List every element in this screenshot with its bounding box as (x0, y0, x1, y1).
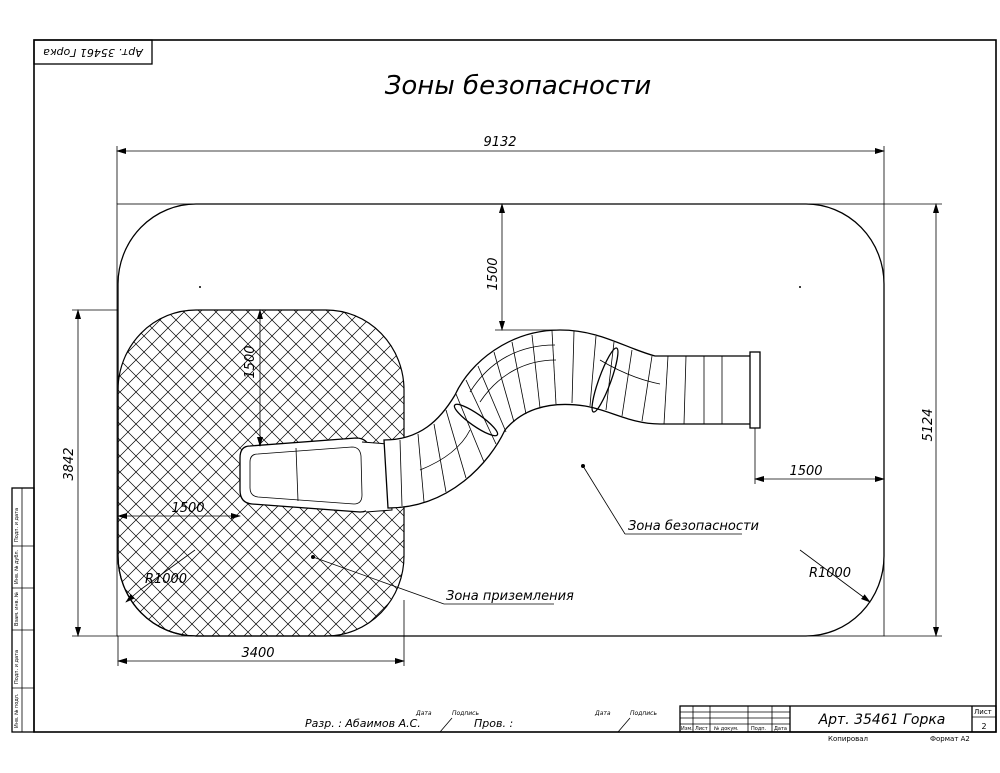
tb-sheet-label: Лист (974, 708, 992, 716)
sign-label-1: Подпись (452, 710, 479, 717)
tb-header-date: Дата (774, 726, 787, 732)
slide-exit (239, 437, 393, 513)
mirrored-stamp: Арт. 35461 Горка (33, 39, 153, 65)
checked-text: Пров. : (474, 717, 513, 730)
dim-landing-top-offset-text: 1500 (243, 345, 258, 378)
dim-landing-width: 3400 (117, 600, 405, 666)
date-label-2: Дата (594, 710, 611, 717)
tb-sheet-number: 2 (981, 722, 986, 731)
radius-right-text: R1000 (809, 566, 851, 581)
dim-landing-left-offset: 1500 (117, 501, 241, 519)
drawing-title: Зоны безопасности (385, 71, 652, 101)
safety-zone-label: Зона безопасности (628, 519, 759, 534)
date-label-1: Дата (415, 710, 432, 717)
mirrored-stamp-text: Арт. 35461 Горка (43, 46, 144, 59)
dim-overall-height: 5124 (884, 203, 942, 637)
center-mark-tl (199, 286, 201, 288)
side-strip-inv: Инв. № подл. (14, 693, 20, 728)
dim-landing-width-text: 3400 (241, 646, 274, 661)
radius-right: R1000 (799, 549, 871, 603)
radius-left: R1000 (125, 549, 196, 603)
tb-header-doc: № докум. (714, 726, 739, 732)
dim-overall-width: 9132 (116, 135, 885, 204)
tb-header-izm: Изм. (681, 726, 693, 732)
dim-right-offset-text: 1500 (789, 464, 822, 479)
leader-landing-zone: Зона приземления (312, 556, 574, 605)
side-strip-dup: Инв. № дубл. (14, 549, 20, 584)
dim-overall-height-text: 5124 (921, 408, 936, 441)
sign-label-2: Подпись (630, 710, 657, 717)
tb-format: Формат А2 (930, 735, 970, 743)
side-strip: Инв. № подл. Подп. и дата Взам. инв. № И… (11, 487, 35, 733)
side-strip-sign1: Подп. и дата (14, 650, 20, 684)
dim-top-offset-text: 1500 (486, 257, 501, 290)
sheet-frame (33, 39, 997, 733)
leader-safety-zone: Зона безопасности (582, 465, 759, 535)
title-block: Изм. Лист № докум. Подп. Дата Арт. 35461… (679, 705, 997, 743)
dim-overall-width-text: 9132 (483, 135, 516, 150)
side-strip-replace: Взам. инв. № (14, 591, 20, 626)
dim-landing-height: 3842 (62, 309, 118, 637)
dim-top-offset: 1500 (486, 203, 560, 331)
dim-right-offset: 1500 (754, 428, 885, 484)
tb-article: Арт. 35461 Горка (818, 712, 946, 728)
dim-landing-left-offset-text: 1500 (171, 501, 204, 516)
slide-tube (383, 329, 761, 509)
developer-text: Разр. : Абаимов А.С. (305, 717, 421, 730)
radius-left-text: R1000 (145, 572, 187, 587)
center-mark-tr (799, 286, 801, 288)
tb-header-list: Лист (695, 726, 708, 732)
signature-area: Разр. : Абаимов А.С. Дата Подпись Пров. … (305, 710, 657, 733)
tb-copied: Копировал (828, 735, 868, 743)
dim-landing-height-text: 3842 (62, 447, 77, 480)
landing-zone-label: Зона приземления (446, 589, 574, 604)
tb-header-sign: Подп. (751, 726, 767, 732)
side-strip-sign2: Подп. и дата (14, 508, 20, 542)
dim-landing-top-offset: 1500 (243, 309, 263, 447)
